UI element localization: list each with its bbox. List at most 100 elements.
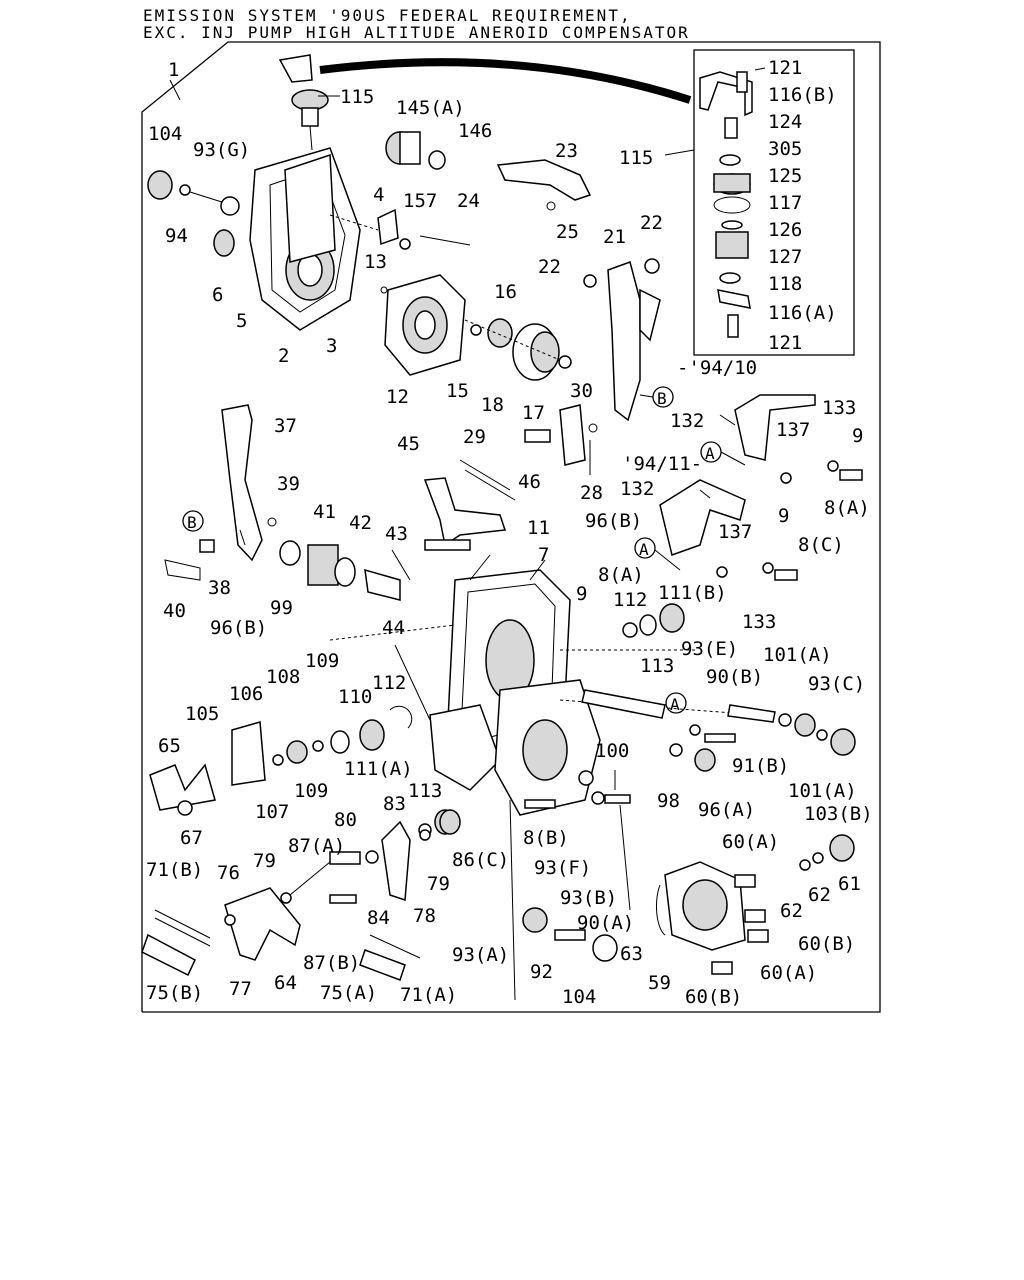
- callout-99: 99: [270, 597, 293, 619]
- callout-40: 40: [163, 600, 186, 622]
- callout-103b: 103(B): [804, 803, 873, 825]
- lever-64: [224, 887, 301, 961]
- inset-callout-116b: 116(B): [768, 84, 837, 106]
- callout-38: 38: [208, 577, 231, 599]
- callout-112-left: 112: [372, 672, 406, 694]
- inset-reference-arrow: [319, 58, 692, 104]
- callout-104-bottom: 104: [562, 986, 596, 1008]
- header-title-line-2: EXC. INJ PUMP HIGH ALTITUDE ANEROID COMP…: [143, 23, 690, 42]
- callout-157: 157: [403, 190, 437, 212]
- callout-79-left: 79: [253, 850, 276, 872]
- housing-12: [380, 274, 466, 376]
- lower-screws: [522, 770, 631, 962]
- bracket-105-65: [149, 705, 413, 816]
- callout-77: 77: [229, 978, 252, 1000]
- callout-90b: 90(B): [706, 666, 763, 688]
- callout-93c: 93(C): [808, 673, 865, 695]
- callout-93f: 93(F): [534, 857, 591, 879]
- callout-79-right: 79: [427, 873, 450, 895]
- callout-44: 44: [382, 617, 405, 639]
- callout-109-lower: 109: [294, 780, 328, 802]
- callout-12: 12: [386, 386, 409, 408]
- callout-96a: 96(A): [698, 799, 755, 821]
- svg-text:A: A: [705, 444, 715, 463]
- callout-107: 107: [255, 801, 289, 823]
- callout-61: 61: [838, 873, 861, 895]
- inset-callout-121-top: 121: [768, 57, 802, 79]
- spring-71-75: [141, 894, 421, 981]
- callout-93e: 93(E): [681, 638, 738, 660]
- callout-2: 2: [278, 345, 289, 367]
- callout-93b: 93(B): [560, 887, 617, 909]
- callout-8a-mid: 8(A): [598, 564, 644, 586]
- callout-41: 41: [313, 501, 336, 523]
- svg-text:B: B: [187, 513, 197, 532]
- callout-22-left: 22: [538, 256, 561, 278]
- callout-84: 84: [367, 907, 390, 929]
- ref-marker-a-lower: [665, 692, 687, 714]
- lever-45-46: [423, 459, 516, 551]
- callout-64: 64: [274, 972, 297, 994]
- date-from-label: -'94/10: [677, 357, 757, 379]
- bracket-132-top: [734, 394, 863, 484]
- callout-6: 6: [212, 284, 223, 306]
- callout-17: 17: [522, 402, 545, 424]
- callout-108: 108: [266, 666, 300, 688]
- callout-75b: 75(B): [146, 982, 203, 1004]
- callout-80: 80: [334, 809, 357, 831]
- callout-78: 78: [413, 905, 436, 927]
- callout-16: 16: [494, 281, 517, 303]
- callout-111b: 111(B): [658, 582, 727, 604]
- callout-labels: 1 115 145(A) 146 104 93(G) 94 6 5 2 3 4 …: [146, 57, 873, 1008]
- callout-3: 3: [326, 335, 337, 357]
- callout-104-top: 104: [148, 123, 182, 145]
- callout-37: 37: [274, 415, 297, 437]
- callout-76: 76: [217, 862, 240, 884]
- svg-text:B: B: [657, 389, 667, 408]
- callout-62-right: 62: [808, 884, 831, 906]
- callout-145a: 145(A): [396, 97, 465, 119]
- callout-111a: 111(A): [344, 758, 413, 780]
- callout-101a-upper: 101(A): [763, 644, 832, 666]
- callout-109-upper: 109: [305, 650, 339, 672]
- callout-112-right: 112: [613, 589, 647, 611]
- inset-callout-127: 127: [768, 246, 802, 268]
- inset-callout-305: 305: [768, 138, 802, 160]
- callout-18: 18: [481, 394, 504, 416]
- shaft-100: [581, 689, 856, 772]
- inset-callout-117: 117: [768, 192, 802, 214]
- callout-113-left: 113: [408, 780, 442, 802]
- callout-67: 67: [180, 827, 203, 849]
- lever-37: [221, 404, 277, 562]
- callout-22-right: 22: [640, 212, 663, 234]
- callout-45: 45: [397, 433, 420, 455]
- pump-body-11: [329, 569, 761, 816]
- bracket-132-bottom: [659, 479, 798, 581]
- ref-marker-b-left: [182, 510, 204, 532]
- callout-115: 115: [340, 86, 374, 108]
- inset-aneroid-compensator: [699, 71, 753, 338]
- callout-137-lower: 137: [718, 521, 752, 543]
- inset-frame: [693, 49, 855, 356]
- callout-28: 28: [580, 482, 603, 504]
- callout-133-lower: 133: [742, 611, 776, 633]
- callout-94: 94: [165, 225, 188, 247]
- callout-110: 110: [338, 686, 372, 708]
- callout-24: 24: [457, 190, 480, 212]
- callout-1: 1: [168, 59, 179, 81]
- callout-132-lower: 132: [620, 478, 654, 500]
- callout-4: 4: [373, 184, 384, 206]
- callout-23: 23: [555, 140, 578, 162]
- callout-96b-upper: 96(B): [585, 510, 642, 532]
- bracket-4: [329, 208, 471, 250]
- plate-28: [524, 404, 598, 466]
- inset-callout-125: 125: [768, 165, 802, 187]
- callout-75a: 75(A): [320, 982, 377, 1004]
- callout-11: 11: [527, 517, 550, 539]
- callout-9-mid: 9: [576, 583, 587, 605]
- svg-text:A: A: [639, 540, 649, 559]
- callout-96b-lower: 96(B): [210, 617, 267, 639]
- callout-30: 30: [570, 380, 593, 402]
- callout-62-left: 62: [780, 900, 803, 922]
- callout-7: 7: [538, 544, 549, 566]
